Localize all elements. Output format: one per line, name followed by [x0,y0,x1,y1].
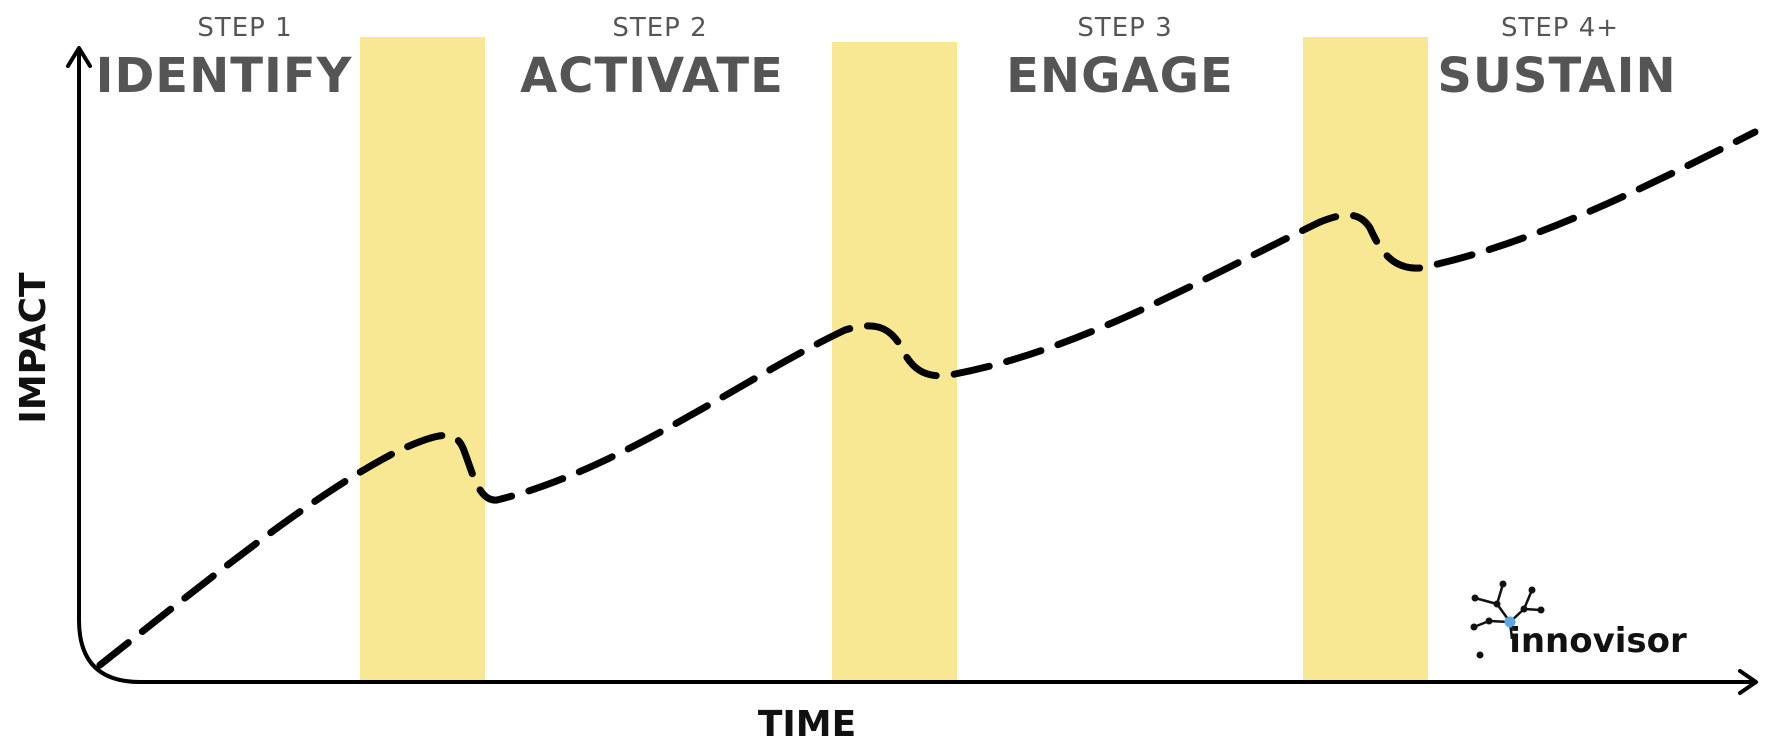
step-headers: STEP 1 IDENTIFY STEP 2 ACTIVATE STEP 3 E… [96,13,1676,104]
step-name-4: SUSTAIN [1437,48,1676,104]
y-axis-label: IMPACT [13,272,54,424]
transition-band-2 [832,42,957,680]
step-name-3: ENGAGE [1006,48,1234,104]
x-axis-label: TIME [758,704,856,745]
step-header-3: STEP 3 ENGAGE [1006,13,1234,104]
step-number-1: STEP 1 [197,13,292,43]
step-name-2: ACTIVATE [520,48,784,104]
step-number-2: STEP 2 [612,13,707,43]
step-header-4: STEP 4+ SUSTAIN [1437,13,1676,104]
transition-band-1 [360,37,485,680]
arrow-right-icon [1738,669,1758,695]
axes-line [77,50,1754,684]
logo-highlight-node [1504,616,1516,628]
step-number-4: STEP 4+ [1501,13,1619,43]
step-header-1: STEP 1 IDENTIFY [96,13,353,104]
network-nodes-icon [1470,580,1545,659]
innovisor-logo: innovisor [1470,580,1687,661]
transition-band-3 [1303,37,1428,680]
impact-curve [96,128,1759,669]
step-number-3: STEP 3 [1077,13,1172,43]
arrow-up-icon [66,46,92,68]
step-name-1: IDENTIFY [96,48,353,104]
axes [66,46,1758,695]
transition-bands [360,37,1428,680]
step-header-2: STEP 2 ACTIVATE [520,13,784,104]
logo-wordmark: innovisor [1509,621,1687,661]
